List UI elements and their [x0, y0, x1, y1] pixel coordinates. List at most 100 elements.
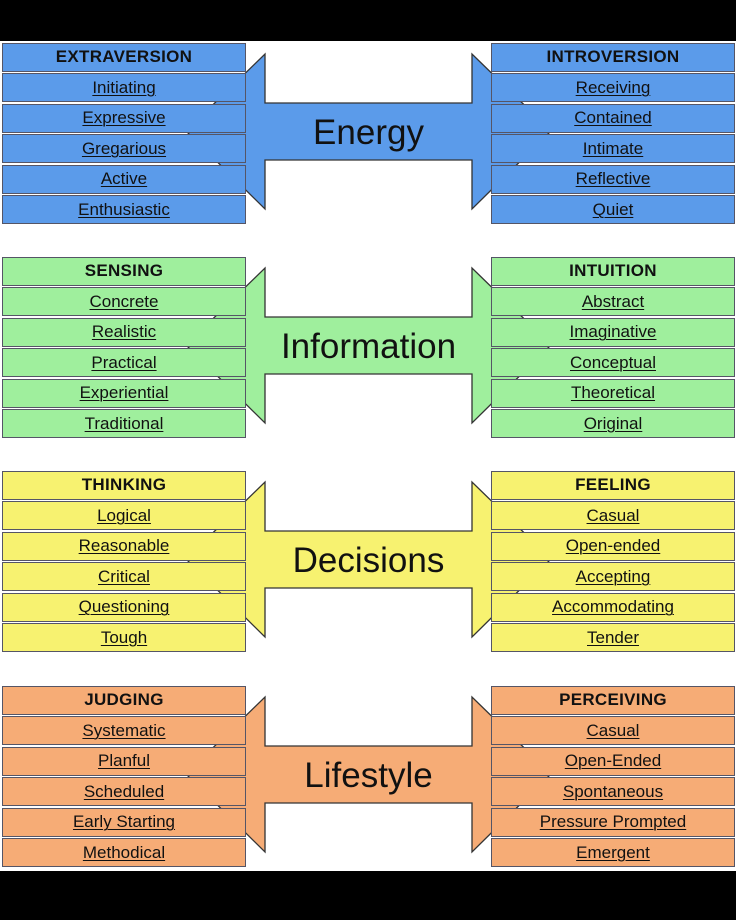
- trait-item-label: Tough: [100, 627, 148, 647]
- trait-item: Reasonable: [2, 531, 246, 561]
- trait-item-label: Open-ended: [565, 536, 661, 556]
- trait-item-label: Contained: [574, 108, 652, 128]
- trait-item-label: Open-Ended: [564, 751, 662, 771]
- trait-item: Tender: [491, 623, 735, 653]
- trait-item: Initiating: [2, 73, 246, 103]
- trait-item-label: Original: [583, 413, 643, 433]
- trait-item: Pressure Prompted: [491, 807, 735, 837]
- trait-item: Casual: [491, 501, 735, 531]
- trait-item: Early Starting: [2, 807, 246, 837]
- trait-item-label: Methodical: [82, 842, 166, 862]
- trait-item: Practical: [2, 348, 246, 378]
- trait-item-label: Enthusiastic: [78, 199, 170, 219]
- trait-item: Accepting: [491, 562, 735, 592]
- trait-item-label: Reasonable: [78, 536, 170, 556]
- trait-item-label: Pressure Prompted: [539, 812, 687, 832]
- trait-item-label: Abstract: [581, 291, 645, 311]
- dimension-label: Information: [280, 327, 457, 366]
- trait-item: Gregarious: [2, 134, 246, 164]
- trait-item-label: Accommodating: [552, 597, 674, 617]
- trait-item: Reflective: [491, 164, 735, 194]
- trait-item: Contained: [491, 103, 735, 133]
- trait-item: Quiet: [491, 195, 735, 225]
- trait-item-label: Spontaneous: [562, 781, 664, 801]
- trait-item: Realistic: [2, 317, 246, 347]
- dimension-label: Energy: [313, 113, 424, 152]
- trait-item: Imaginative: [491, 317, 735, 347]
- trait-item-label: Practical: [91, 352, 157, 372]
- trait-item: Accommodating: [491, 592, 735, 622]
- trait-item-label: Conceptual: [569, 352, 656, 372]
- trait-item: Original: [491, 409, 735, 439]
- trait-item-label: Critical: [98, 566, 150, 586]
- trait-item-label: Receiving: [575, 77, 651, 97]
- trait-item-label: Initiating: [92, 77, 156, 97]
- trait-item: Open-ended: [491, 531, 735, 561]
- trait-item: Spontaneous: [491, 777, 735, 807]
- trait-item-label: Reflective: [575, 169, 651, 189]
- trait-item: Tough: [2, 623, 246, 653]
- trait-header: FEELING: [491, 471, 735, 500]
- trait-item-label: Experiential: [79, 383, 169, 403]
- trait-item-label: Active: [100, 169, 148, 189]
- trait-item-label: Emergent: [576, 842, 650, 862]
- trait-item: Concrete: [2, 287, 246, 317]
- trait-item: Enthusiastic: [2, 195, 246, 225]
- trait-item: Methodical: [2, 838, 246, 868]
- trait-item-label: Realistic: [91, 322, 157, 342]
- trait-item: Active: [2, 164, 246, 194]
- trait-item-label: Traditional: [84, 413, 164, 433]
- trait-header: SENSING: [2, 257, 246, 286]
- trait-item: Abstract: [491, 287, 735, 317]
- trait-item: Questioning: [2, 592, 246, 622]
- trait-header: JUDGING: [2, 686, 246, 715]
- trait-header: INTROVERSION: [491, 43, 735, 72]
- trait-item-label: Imaginative: [569, 322, 657, 342]
- dimension-label: Lifestyle: [304, 756, 433, 795]
- trait-item: Logical: [2, 501, 246, 531]
- trait-item: Intimate: [491, 134, 735, 164]
- trait-item: Experiential: [2, 378, 246, 408]
- trait-item-label: Scheduled: [83, 781, 165, 801]
- trait-header: THINKING: [2, 471, 246, 500]
- trait-item: Casual: [491, 716, 735, 746]
- trait-header: INTUITION: [491, 257, 735, 286]
- trait-item: Scheduled: [2, 777, 246, 807]
- trait-item-label: Gregarious: [81, 138, 167, 158]
- trait-header: EXTRAVERSION: [2, 43, 246, 72]
- dimension-label: Decisions: [292, 541, 445, 580]
- trait-item-label: Expressive: [82, 108, 166, 128]
- trait-item: Conceptual: [491, 348, 735, 378]
- trait-item: Critical: [2, 562, 246, 592]
- trait-item-label: Theoretical: [570, 383, 656, 403]
- trait-item: Planful: [2, 746, 246, 776]
- trait-item: Systematic: [2, 716, 246, 746]
- trait-item: Open-Ended: [491, 746, 735, 776]
- trait-item-label: Early Starting: [72, 812, 176, 832]
- trait-item-label: Tender: [587, 627, 639, 647]
- trait-item-label: Questioning: [78, 597, 170, 617]
- trait-header: PERCEIVING: [491, 686, 735, 715]
- trait-item-label: Accepting: [575, 566, 651, 586]
- trait-item-label: Casual: [586, 505, 640, 525]
- trait-item-label: Concrete: [89, 291, 159, 311]
- trait-item: Traditional: [2, 409, 246, 439]
- trait-item: Receiving: [491, 73, 735, 103]
- trait-item: Theoretical: [491, 378, 735, 408]
- trait-item: Expressive: [2, 103, 246, 133]
- trait-item: Emergent: [491, 838, 735, 868]
- trait-item-label: Quiet: [592, 199, 634, 219]
